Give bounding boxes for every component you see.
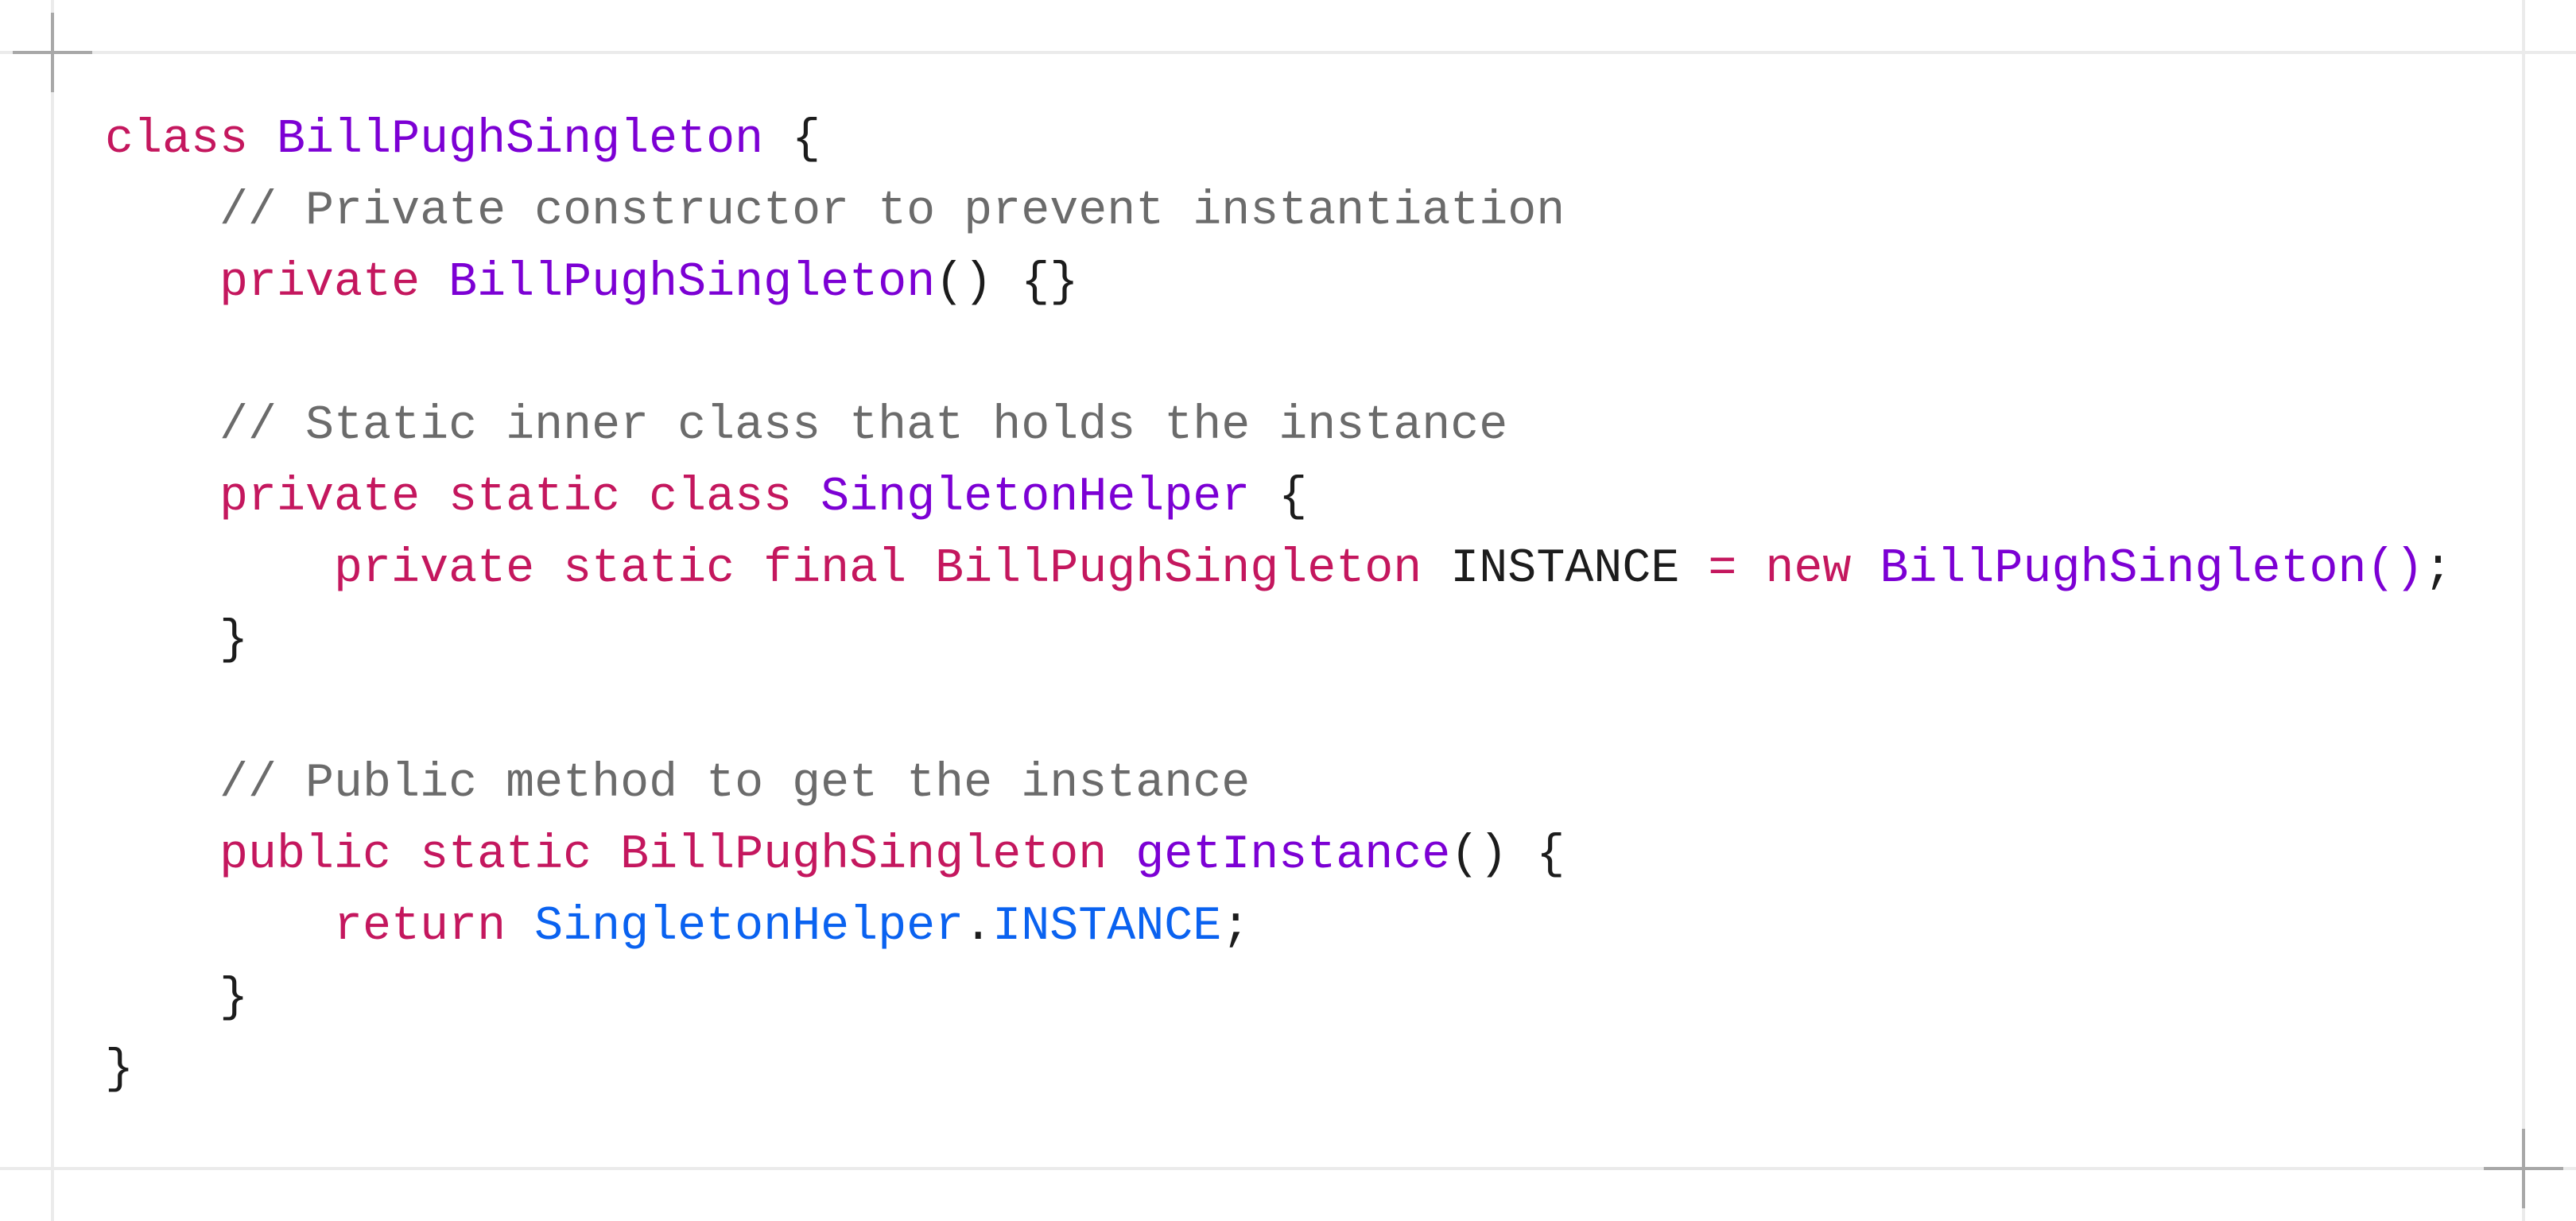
code-line: // Static inner class that holds the ins… [105, 390, 2453, 462]
code-line: } [105, 605, 2453, 676]
crosshair-arm-vertical [2522, 1129, 2525, 1208]
code-token-plain [1422, 542, 1450, 596]
code-token-plain [105, 184, 219, 238]
code-token-plain: ; [1221, 900, 1251, 954]
guide-line-left [51, 0, 54, 1221]
code-token-ref: INSTANCE [992, 900, 1222, 954]
code-token-plain [1679, 542, 1708, 596]
code-token-type: getInstance [1135, 828, 1451, 882]
code-token-plain [105, 471, 219, 525]
code-token-ref: SingletonHelper [534, 900, 964, 954]
code-token-plain: () {} [935, 256, 1079, 310]
code-token-plain [1107, 828, 1135, 882]
code-token-plain [105, 685, 134, 739]
code-token-kw: private static final BillPughSingleton [334, 542, 1422, 596]
code-token-plain: } [105, 971, 249, 1025]
code-token-plain [248, 113, 277, 167]
code-block: class BillPughSingleton { // Private con… [105, 104, 2453, 1106]
code-token-type: BillPughSingleton [448, 256, 936, 310]
code-line: public static BillPughSingleton getInsta… [105, 820, 2453, 891]
code-line: private static class SingletonHelper { [105, 462, 2453, 533]
code-token-plain: { [1250, 471, 1308, 525]
code-token-plain [105, 399, 219, 453]
code-line: } [105, 1034, 2453, 1106]
code-token-plain: } [105, 1043, 134, 1097]
code-token-kw: private static class [219, 471, 793, 525]
code-token-kw: public static BillPughSingleton [219, 828, 1108, 882]
code-token-kw: private [219, 256, 421, 310]
code-line: private BillPughSingleton() {} [105, 247, 2453, 319]
code-line: // Public method to get the instance [105, 748, 2453, 820]
code-token-plain: . [964, 900, 993, 954]
code-token-plain [105, 256, 219, 310]
code-token-kw: return [334, 900, 506, 954]
code-token-plain [1851, 542, 1880, 596]
code-token-plain: () { [1450, 828, 1565, 882]
code-token-plain: ; [2423, 542, 2453, 596]
code-token-plain [420, 256, 448, 310]
code-line: } [105, 963, 2453, 1034]
crosshair-arm-vertical [51, 13, 54, 92]
code-token-plain [105, 328, 134, 382]
code-line: class BillPughSingleton { [105, 104, 2453, 176]
code-token-com: // Private constructor to prevent instan… [219, 184, 1565, 238]
code-token-com: // Public method to get the instance [219, 757, 1251, 811]
code-token-type: BillPughSingleton() [1880, 542, 2424, 596]
code-line: // Private constructor to prevent instan… [105, 176, 2453, 247]
code-token-plain [105, 900, 334, 954]
code-token-plain [105, 828, 219, 882]
code-line: return SingletonHelper.INSTANCE; [105, 891, 2453, 963]
code-line [105, 676, 2453, 748]
code-line: private static final BillPughSingleton I… [105, 533, 2453, 605]
code-token-plain [792, 471, 821, 525]
guide-line-top [0, 51, 2576, 54]
code-token-kw: class [105, 113, 249, 167]
code-token-plain [506, 900, 534, 954]
code-token-kw: = new [1708, 542, 1852, 596]
code-token-plain: INSTANCE [1450, 542, 1680, 596]
code-token-plain [105, 542, 334, 596]
code-token-plain: { [763, 113, 821, 167]
code-token-type: BillPughSingleton [277, 113, 764, 167]
code-token-plain: } [105, 614, 249, 668]
code-token-plain [105, 757, 219, 811]
guide-line-right [2522, 0, 2525, 1221]
code-token-com: // Static inner class that holds the ins… [219, 399, 1508, 453]
code-token-type: SingletonHelper [821, 471, 1251, 525]
code-line [105, 319, 2453, 390]
guide-line-bottom [0, 1167, 2576, 1170]
